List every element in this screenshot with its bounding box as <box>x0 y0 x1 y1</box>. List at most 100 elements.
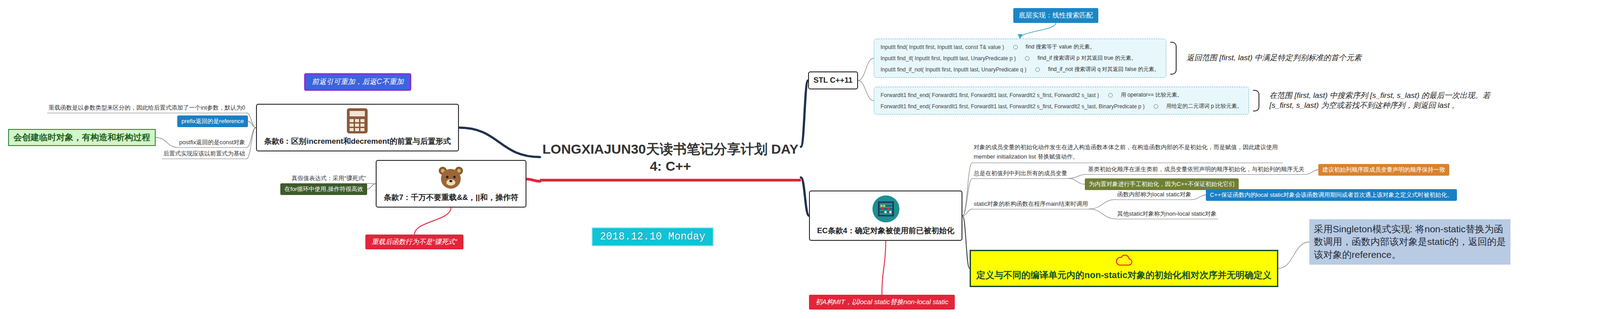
bear-icon-part <box>446 179 456 186</box>
node-label: 其他static对象称为non-local static对象 <box>1117 210 1217 219</box>
branch-connector <box>962 178 973 216</box>
function-row: InputIt find_if_not( InputIt first, Inpu… <box>876 63 1164 76</box>
node-label: 对象的成员变量的初始化动作发生在进入构造函数本体之前，在构造函数内部的不是初始化… <box>973 143 1282 162</box>
node-label: 函数内部称为local static对象 <box>1117 190 1192 199</box>
function-signature: InputIt find( InputIt first, InputIt las… <box>880 44 1005 51</box>
subtopic: 真假值表达式：采用“骤死式” <box>290 173 368 185</box>
function-signature: ForwardIt1 find_end( ForwardIt1 first, F… <box>880 103 1145 110</box>
note-box: 底层实现：线性搜索匹配 <box>1013 8 1099 23</box>
node-label: 条款7：千万不要重载&&，||和，操作符 <box>383 192 519 203</box>
node-label: 重载后函数行为不是“骤死式” <box>371 238 458 247</box>
subtopic: 后置式实现应该以前置式为基础 <box>161 148 247 160</box>
branch-connector <box>155 137 178 148</box>
abacus-icon-part <box>884 211 887 214</box>
subtopic: 函数内部称为local static对象 <box>1115 189 1193 201</box>
subtopic: static对象的析构函数在程序main结束时调用 <box>972 199 1090 210</box>
calc-icon-part <box>346 108 368 134</box>
calc-icon-part <box>349 123 354 127</box>
callout-note: 重载后函数行为不是“骤死式” <box>365 234 464 250</box>
branch-connector <box>800 80 809 148</box>
calc-icon <box>346 108 368 134</box>
branch-connector <box>800 177 809 216</box>
calc-icon-part <box>360 119 365 123</box>
function-signature: ForwardIt1 find_end( ForwardIt1 first, F… <box>880 92 1100 99</box>
node-label: 定义与不同的编译单元内的non-static对象的初始化相对次序并无明确定义 <box>976 269 1272 282</box>
subtopic: 其他static对象称为non-local static对象 <box>1115 209 1218 220</box>
node-label: 建议初始列顺序跟成员变量声明的顺序保持一致 <box>1322 166 1446 175</box>
branch-connector <box>962 209 973 216</box>
bear-icon-part <box>449 180 453 183</box>
bear-icon <box>437 164 465 190</box>
bracket-note: 返回范围 [first, last) 中满足特定判别标准的首个元素 <box>1186 39 1362 78</box>
abacus-icon-part <box>887 207 890 211</box>
highlight-box: 会创建临时对象，有构造和析构过程 <box>8 129 156 147</box>
cloud-icon-part <box>1116 255 1132 266</box>
abacus-icon <box>871 195 900 224</box>
topic-box: 条款7：千万不要重载&&，||和，操作符 <box>375 160 527 208</box>
topic-box: STL C++11 <box>808 71 859 90</box>
branch-connector <box>1020 22 1056 39</box>
subtopic: 重载函数是以参数类型来区分的，因此给后置式添加了一个int参数，默认为0 <box>47 103 247 114</box>
node-label: 总是在初值列中列出所有的成员变量 <box>973 169 1068 178</box>
subtopic: 基类初始化顺序在派生类前，成员变量依照声明的顺序初始化，与初始列的顺序无关 <box>1086 164 1306 176</box>
branch-connector <box>1068 174 1087 179</box>
calc-icon-part <box>349 128 354 132</box>
node-label: 真假值表达式：采用“骤死式” <box>291 174 366 183</box>
dashed-group: 在范围 [first, last) 中搜索序列 [s_first, s_last… <box>873 86 1250 115</box>
topic-box: EC条款4：确定对象被使用前已被初始化 <box>808 190 963 242</box>
central-topic: LONGXIAJUN30天读书笔记分享计划 DAY 4: C++ <box>539 140 801 182</box>
node-label: 采用Singleton模式实现: 将non-static替换为函数调用，函数内部… <box>1313 223 1506 262</box>
bear-icon-part <box>445 175 449 179</box>
subtopic: 总是在初值列中列出所有的成员变量 <box>972 168 1069 180</box>
function-description: find 搜索等于 value 的元素。 <box>1004 43 1096 51</box>
node-label: 后置式实现应该以前置式为基础 <box>163 149 246 158</box>
node-label: prefix返回的是reference <box>181 117 244 126</box>
abacus-icon-part <box>872 195 900 223</box>
note-box: 采用Singleton模式实现: 将non-static替换为函数调用，函数内部… <box>1309 219 1511 266</box>
function-signature: InputIt find_if( InputIt first, InputIt … <box>880 55 1016 62</box>
branch-connector <box>962 162 973 216</box>
function-description: 用 operator== 比较元素。 <box>1099 91 1183 99</box>
abacus-icon-part <box>880 207 884 211</box>
node-label: STL C++11 <box>813 76 853 86</box>
branch-connector <box>458 127 540 158</box>
node-label: 基类初始化顺序在派生类前，成员变量依照声明的顺序初始化，与初始列的顺序无关 <box>1087 165 1305 174</box>
subtopic-box: 为内置对象进行手工初始化，因为C++不保证初始化它们 <box>1084 178 1239 191</box>
date-box: 2018.12.10 Monday <box>591 227 714 247</box>
abacus-icon-part <box>880 204 883 207</box>
node-label: static对象的析构函数在程序main结束时调用 <box>973 200 1088 209</box>
subtopic-box: 在for循环中使用,操作符很高效 <box>280 183 368 196</box>
node-label: 重载函数是以参数类型来区分的，因此给后置式添加了一个int参数，默认为0 <box>48 103 246 113</box>
connector-group <box>155 22 1319 296</box>
node-label: LONGXIAJUN30天读书笔记分享计划 DAY 4: C++ <box>539 140 801 175</box>
subtopic: postfix返回的是const对象 <box>177 137 247 149</box>
dashed-group: 返回范围 [first, last) 中满足特定判别标准的首个元素InputIt… <box>873 38 1167 78</box>
cloud-icon <box>1114 254 1133 267</box>
callout-note: 前返引可重加，后返C不重加 <box>304 73 412 91</box>
branch-connector <box>367 184 376 190</box>
callout-note: 初A构MIT，以local static替换non-local static <box>808 295 955 311</box>
subtopic-box: prefix返回的是reference <box>177 115 248 128</box>
branch-connector <box>1089 199 1116 210</box>
branch-connector <box>881 241 886 296</box>
branch-connector <box>1278 242 1310 270</box>
function-description: find_if 搜索谓词 p 对其返回 true 的元素。 <box>1015 54 1137 63</box>
calc-icon-part <box>355 123 360 127</box>
branch-connector <box>1305 170 1319 175</box>
function-row: InputIt find_if( InputIt first, InputIt … <box>876 52 1164 64</box>
node-label: 2018.12.10 Monday <box>599 231 706 243</box>
calc-icon-part <box>349 119 354 123</box>
branch-connector <box>858 58 874 81</box>
bracket-note: 在范围 [first, last) 中搜索序列 [s_first, s_last… <box>1269 87 1515 115</box>
node-label: 初A构MIT，以local static替换non-local static <box>815 298 949 307</box>
node-label: postfix返回的是const对象 <box>179 138 246 147</box>
subtopic-box: C++保证函数内的local static对象会该函数调用期间或者首次遇上该对象… <box>1205 189 1457 202</box>
subtopic-box: 建议初始列顺序跟成员变量声明的顺序保持一致 <box>1318 164 1450 176</box>
node-label: 条款6：区别increment和decrement的前置与后置形式 <box>264 136 451 147</box>
abacus-icon-part <box>889 211 892 214</box>
branch-connector <box>1192 195 1206 200</box>
branch-connector <box>414 207 451 235</box>
calc-icon-part <box>355 128 360 132</box>
